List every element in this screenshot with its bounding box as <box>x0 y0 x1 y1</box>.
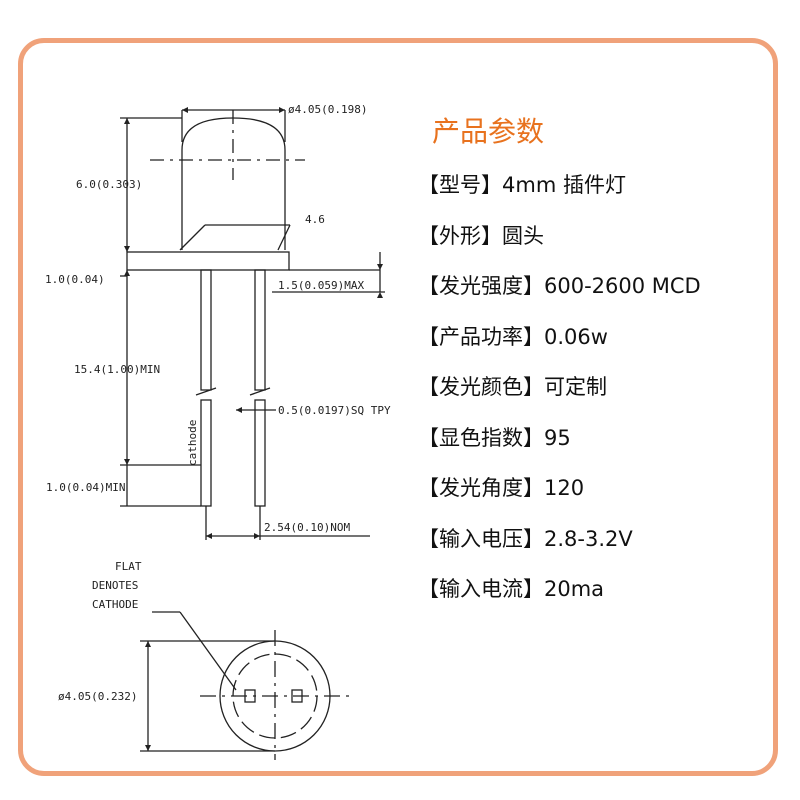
pad-anode <box>291 689 303 703</box>
param-label: 【显色指数】 <box>418 425 544 450</box>
param-row-color: 【发光颜色】可定制 <box>418 374 768 400</box>
param-value: 95 <box>544 425 571 450</box>
param-value: 0.06w <box>544 324 608 349</box>
lead-cathode-upper <box>254 269 266 391</box>
label-flange-height: 1.0(0.04) <box>45 273 105 286</box>
param-row-model: 【型号】4mm 插件灯 <box>418 172 768 198</box>
product-parameters: 产品参数 【型号】4mm 插件灯 【外形】圆头 【发光强度】600-2600 M… <box>418 112 768 627</box>
param-row-current: 【输入电流】20ma <box>418 576 768 602</box>
param-label: 【发光颜色】 <box>418 375 544 399</box>
param-row-voltage: 【输入电压】2.8-3.2V <box>418 526 768 552</box>
label-flange-max: 1.5(0.059)MAX <box>278 279 364 292</box>
param-value: 600-2600 MCD <box>544 274 701 298</box>
param-label: 【输入电压】 <box>418 526 544 551</box>
label-cathode: cathode <box>186 420 199 466</box>
label-lens-dim: 4.6 <box>305 213 325 226</box>
label-flat: FLAT <box>115 560 142 573</box>
param-row-power: 【产品功率】0.06w <box>418 324 768 350</box>
label-pitch: 2.54(0.10)NOM <box>264 521 350 534</box>
param-row-shape: 【外形】圆头 <box>418 223 768 249</box>
param-value: 4mm 插件灯 <box>502 173 626 197</box>
led-flange <box>126 251 290 271</box>
rounded-frame <box>18 38 778 776</box>
param-row-cri: 【显色指数】95 <box>418 425 768 451</box>
param-label: 【型号】 <box>418 173 502 197</box>
label-height-dome: 6.0(0.303) <box>76 178 142 191</box>
param-value: 20ma <box>544 577 605 601</box>
param-label: 【发光角度】 <box>418 476 544 500</box>
param-value: 圆头 <box>502 223 544 248</box>
label-lead-end: 1.0(0.04)MIN <box>46 481 125 494</box>
lead-anode-upper <box>200 269 212 391</box>
params-title: 产品参数 <box>432 115 545 148</box>
label-lead-square: 0.5(0.0197)SQ TPY <box>278 404 391 417</box>
label-dia-bottom: ø4.05(0.232) <box>58 690 137 703</box>
param-label: 【外形】 <box>418 223 502 248</box>
param-row-intensity: 【发光强度】600-2600 MCD <box>418 273 768 299</box>
label-dia-top: ø4.05(0.198) <box>288 103 367 116</box>
label-cathode-note: CATHODE <box>92 598 138 611</box>
param-label: 【产品功率】 <box>418 324 544 349</box>
led-dome-outline <box>181 117 286 250</box>
label-denotes: DENOTES <box>92 579 138 592</box>
param-label: 【发光强度】 <box>418 274 544 298</box>
lead-cathode-lower <box>254 399 266 507</box>
lead-anode-lower <box>200 399 212 507</box>
param-value: 2.8-3.2V <box>544 526 633 551</box>
param-value: 可定制 <box>544 375 607 399</box>
pad-cathode <box>244 689 256 703</box>
label-lead-length: 15.4(1.00)MIN <box>74 363 160 376</box>
param-value: 120 <box>544 476 585 500</box>
param-label: 【输入电流】 <box>418 577 544 601</box>
param-row-angle: 【发光角度】120 <box>418 475 768 501</box>
